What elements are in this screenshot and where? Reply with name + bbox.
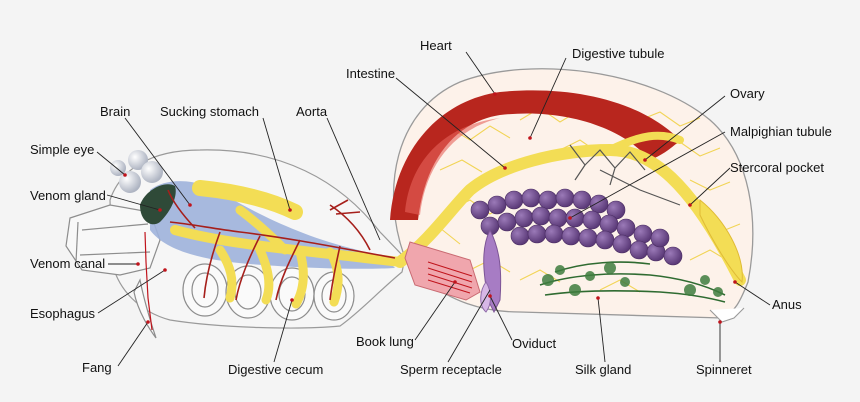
abdomen-digestive-tract <box>394 131 746 286</box>
label-esophagus: Esophagus <box>30 306 96 321</box>
label-book-lung: Book lung <box>356 334 414 349</box>
silk-gland-lobes <box>542 262 723 297</box>
label-sucking-stomach: Sucking stomach <box>160 104 259 119</box>
cephalothorax-arteries <box>167 189 396 301</box>
ovary-cluster <box>470 188 683 266</box>
label-aorta: Aorta <box>296 104 328 119</box>
label-silk-gland: Silk gland <box>575 362 631 377</box>
spinneret-shape <box>709 307 745 323</box>
leader-lines <box>96 51 771 367</box>
leader-dots <box>123 92 737 324</box>
label-simple-eye: Simple eye <box>30 142 94 157</box>
fang-shape <box>133 278 157 339</box>
label-venom-gland: Venom gland <box>30 188 106 203</box>
label-heart: Heart <box>420 38 452 53</box>
cephalothorax <box>65 149 406 339</box>
stercoral-pocket-shape <box>699 198 743 284</box>
label-malpighian-tubule: Malpighian tubule <box>730 124 832 139</box>
label-spinneret: Spinneret <box>696 362 752 377</box>
label-brain: Brain <box>100 104 130 119</box>
venom-canal-line <box>144 231 153 331</box>
label-digestive-tubule: Digestive tubule <box>572 46 665 61</box>
label-fang: Fang <box>82 360 112 375</box>
venom-gland-shape <box>140 184 176 225</box>
malpighian-tubules <box>569 144 681 206</box>
book-lung-shape <box>404 241 481 301</box>
abdomen <box>390 68 754 323</box>
label-oviduct: Oviduct <box>512 336 556 351</box>
label-digestive-cecum: Digestive cecum <box>228 362 323 377</box>
cephalothorax-digestive-tract <box>170 180 405 309</box>
chelicera <box>65 204 161 276</box>
heart-shape <box>390 90 680 220</box>
labels: Heart Digestive tubule Intestine Ovary B… <box>30 38 832 377</box>
label-anus: Anus <box>772 297 802 312</box>
label-intestine: Intestine <box>346 66 395 81</box>
heart-highlight <box>405 118 500 215</box>
label-stercoral-pocket: Stercoral pocket <box>730 160 824 175</box>
label-ovary: Ovary <box>730 86 765 101</box>
label-venom-canal: Venom canal <box>30 256 105 271</box>
label-sperm-receptacle: Sperm receptacle <box>400 362 502 377</box>
